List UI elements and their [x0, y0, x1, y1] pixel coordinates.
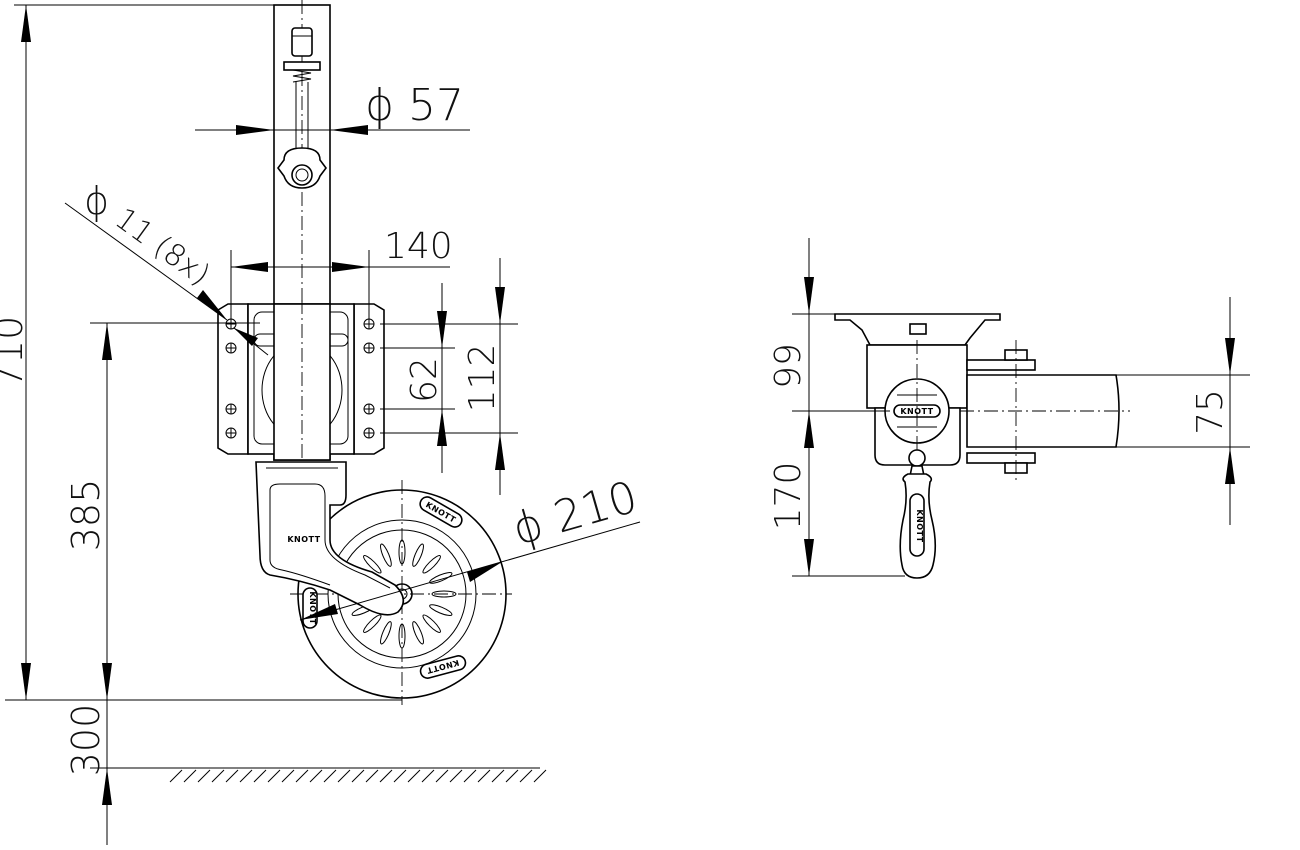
wheel-spoke	[412, 621, 424, 645]
wheel-logo-top: KNOTT	[419, 496, 463, 528]
hatch-stroke	[225, 769, 239, 783]
svg-text:KNOTT: KNOTT	[308, 591, 317, 624]
wheel-spoke	[422, 614, 441, 633]
hatch-stroke	[197, 769, 211, 783]
svg-text:11 (8x): 11 (8x)	[108, 201, 216, 293]
hatch-stroke	[183, 769, 197, 783]
svg-text:KNOTT: KNOTT	[915, 509, 924, 542]
wheel-fork: KNOTT	[255, 461, 405, 616]
svg-text:ϕ 57: ϕ 57	[365, 80, 464, 131]
hatch-stroke	[337, 769, 351, 783]
svg-text:75: 75	[1190, 389, 1231, 435]
svg-text:140: 140	[384, 226, 453, 267]
svg-text:170: 170	[768, 462, 809, 531]
wheel-spoke	[412, 543, 424, 567]
hatch-stroke	[435, 769, 449, 783]
wheel-logo-left: KNOTT	[302, 587, 318, 629]
hatch-stroke	[239, 769, 253, 783]
hatch-stroke	[477, 769, 491, 783]
svg-text:62: 62	[404, 357, 445, 403]
svg-text:ϕ: ϕ	[84, 179, 109, 223]
hatch-stroke	[393, 769, 407, 783]
wheel-spoke	[380, 621, 392, 645]
wheel-spoke	[380, 543, 392, 567]
dim-62: 62	[380, 283, 455, 473]
hatch-stroke	[491, 769, 505, 783]
hatch-stroke	[365, 769, 379, 783]
hatch-stroke	[519, 769, 533, 783]
wheel-spoke	[422, 555, 441, 574]
mounting-flange	[217, 300, 385, 461]
hatch-stroke	[421, 769, 435, 783]
bolt-holes	[225, 318, 375, 439]
hatch-stroke	[281, 769, 295, 783]
dim-710: 710	[0, 4, 402, 701]
hatch-stroke	[253, 769, 267, 783]
side-view: KNOTT KNOTT 99 170	[768, 238, 1250, 579]
dim-side-99-170: 99 170	[768, 238, 905, 577]
hatch-stroke	[323, 769, 337, 783]
svg-text:ϕ 210: ϕ 210	[507, 472, 643, 556]
hatch-stroke	[295, 769, 309, 783]
dim-385: 385	[64, 322, 260, 700]
hatch-stroke	[351, 769, 365, 783]
svg-text:300: 300	[64, 704, 108, 777]
hatch-stroke	[463, 769, 477, 783]
wheel-spoke	[429, 604, 453, 616]
ground-hatch	[160, 767, 547, 783]
front-view: KNOTT KNOTT KNOTT KNOTT	[0, 0, 643, 845]
side-crank-handle: KNOTT	[899, 449, 937, 579]
dim-tube-diameter: ϕ 57	[195, 80, 470, 135]
svg-text:KNOTT: KNOTT	[900, 407, 933, 416]
wheel-spoke	[363, 555, 382, 574]
dim-140: 140	[230, 226, 453, 322]
hatch-stroke	[211, 769, 225, 783]
fork-logo: KNOTT	[287, 535, 320, 544]
hatch-stroke	[407, 769, 421, 783]
svg-text:710: 710	[0, 316, 31, 389]
hatch-stroke	[169, 769, 183, 783]
hatch-stroke	[449, 769, 463, 783]
dim-112: 112	[380, 258, 518, 495]
dim-300: 300	[64, 700, 160, 845]
hatch-stroke	[379, 769, 393, 783]
hatch-stroke	[267, 769, 281, 783]
side-tube	[960, 340, 1130, 480]
hatch-stroke	[309, 769, 323, 783]
svg-text:112: 112	[462, 344, 503, 413]
svg-text:385: 385	[64, 479, 108, 552]
svg-text:99: 99	[768, 343, 809, 389]
wheel-logo-bottom: KNOTT	[419, 655, 467, 679]
wheel-spoke	[363, 614, 382, 633]
dim-side-75: 75	[1116, 297, 1250, 525]
wheel-spoke	[431, 590, 457, 598]
hatch-stroke	[533, 769, 547, 783]
spring-pin	[277, 27, 327, 189]
hatch-stroke	[505, 769, 519, 783]
